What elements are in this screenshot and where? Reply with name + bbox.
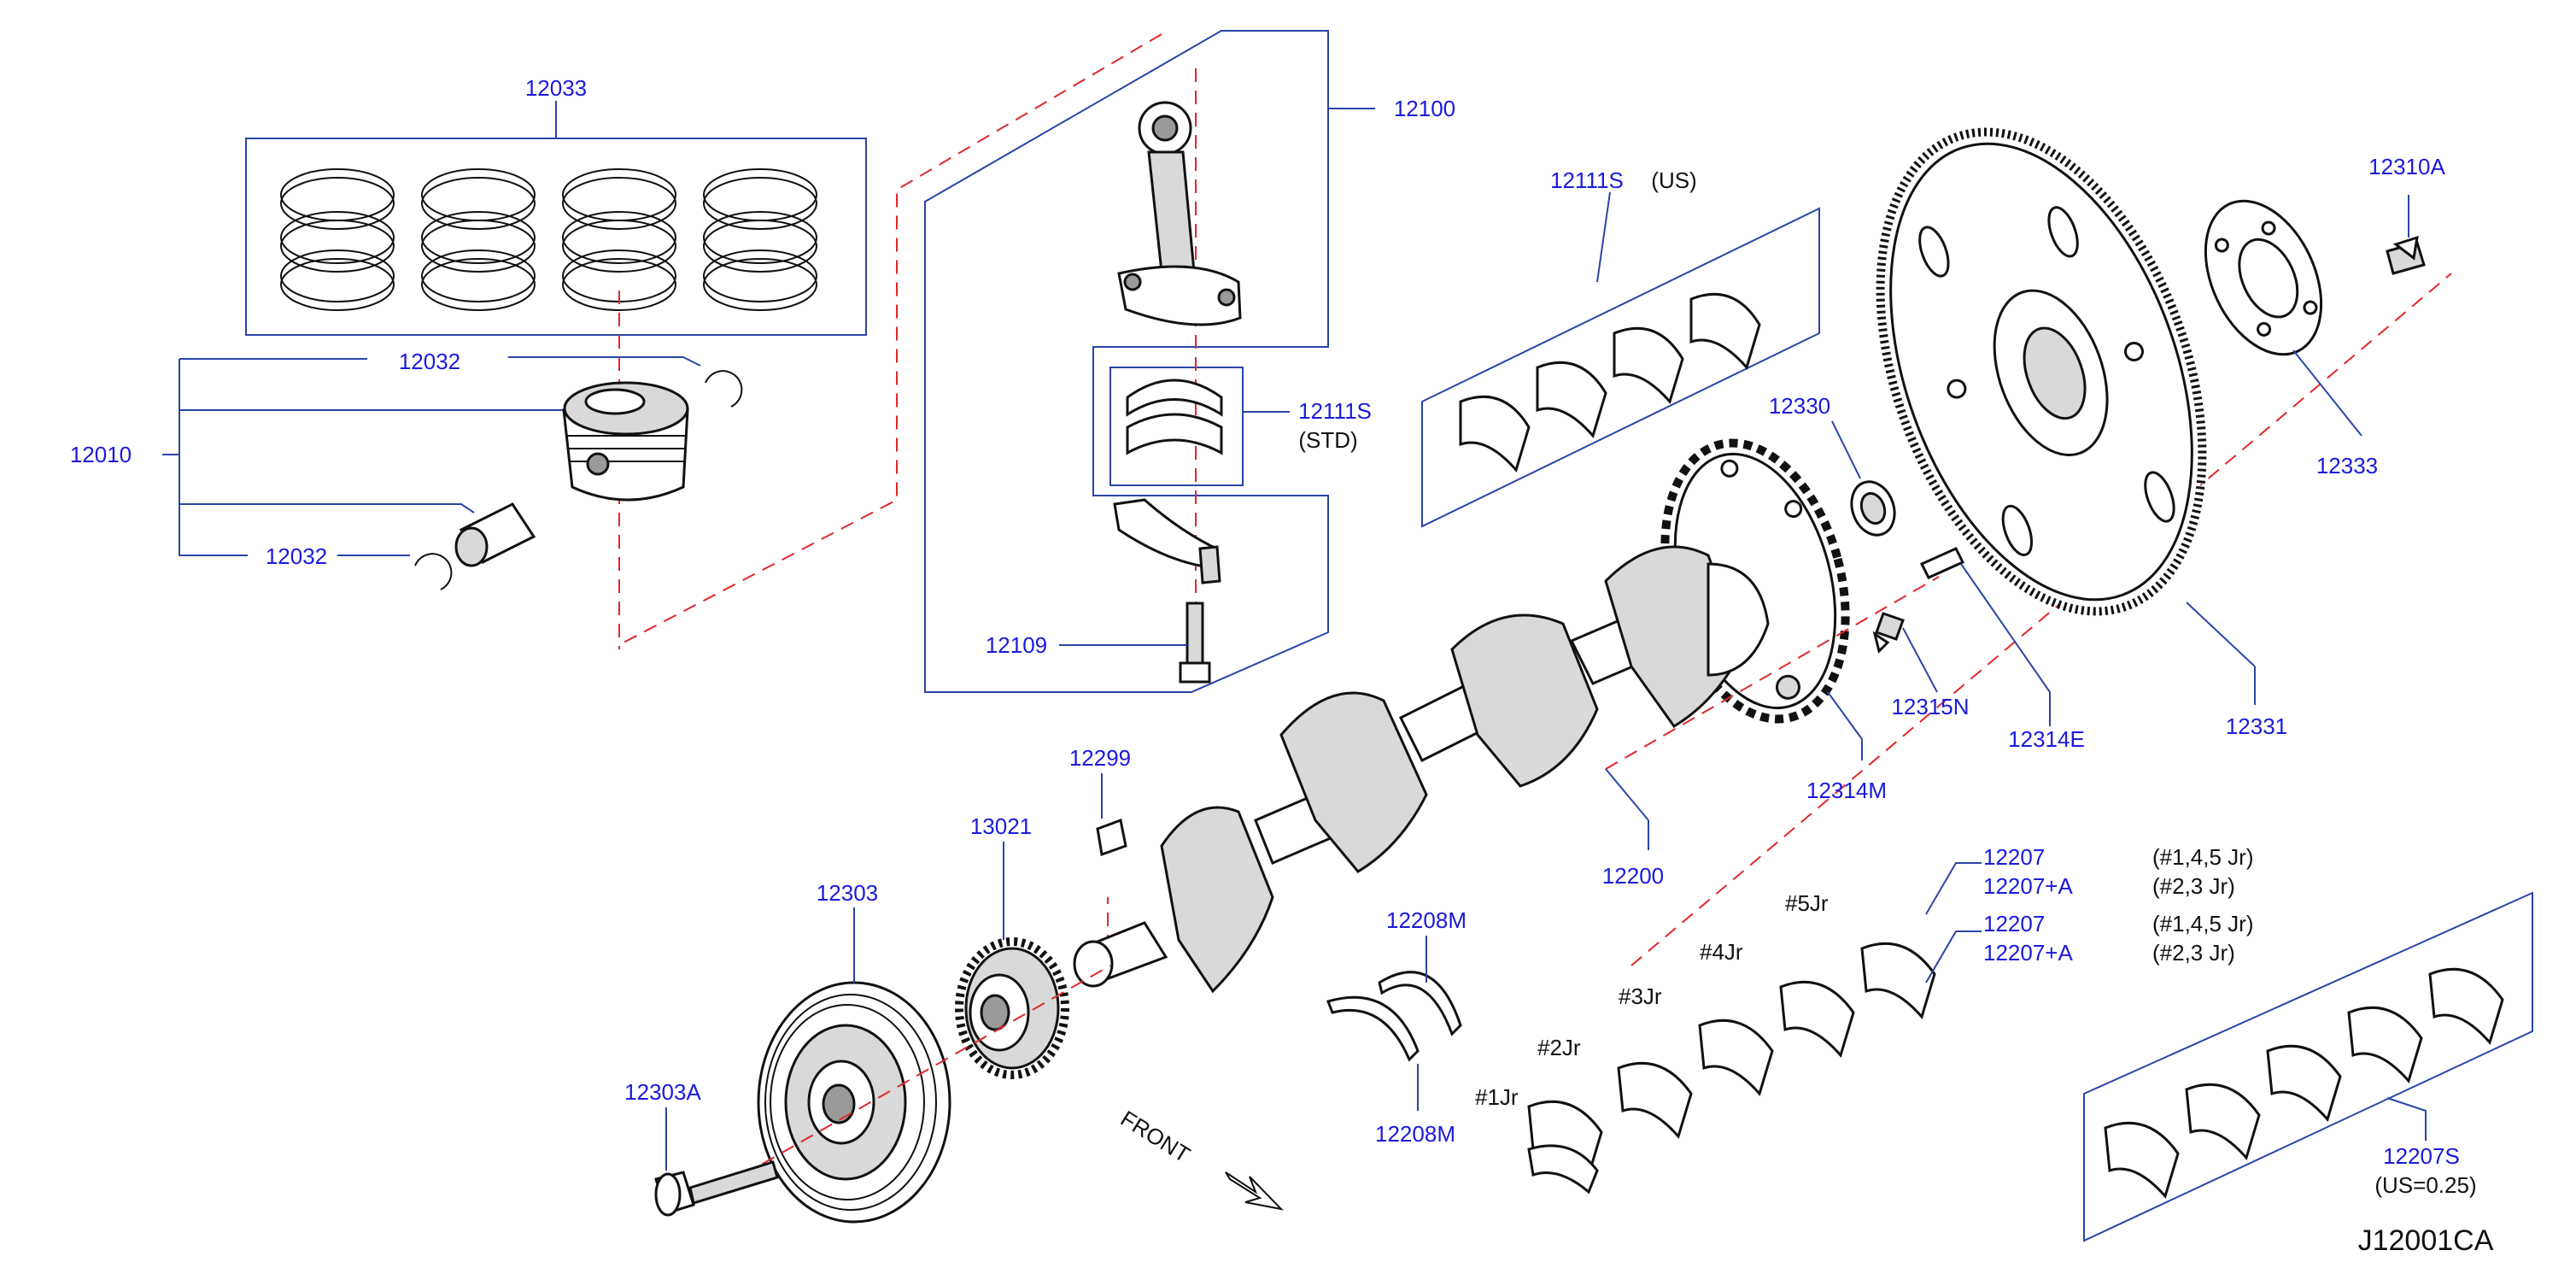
main-bearing-us025-frame xyxy=(2083,891,2533,1242)
journal-note-1: (#1,4,5 Jr) xyxy=(2152,844,2254,870)
part-number-12010[interactable]: 12010 xyxy=(70,442,132,467)
journal-3-label: #3Jr xyxy=(1619,983,1662,1009)
pilot-bushing-drawing xyxy=(1872,612,1905,654)
connecting-rod-group: 12100 12111S (STD) 12109 xyxy=(623,30,1455,693)
part-number-12314M[interactable]: 12314M xyxy=(1806,778,1887,803)
std-note: (STD) xyxy=(1298,427,1357,453)
part-number-12207A-b[interactable]: 12207+A xyxy=(1983,940,2073,966)
piston-ring-stack xyxy=(280,168,817,311)
part-number-12310A[interactable]: 12310A xyxy=(2368,154,2445,179)
piston-pin-clip-top-drawing xyxy=(705,370,743,408)
part-number-12100[interactable]: 12100 xyxy=(1394,96,1455,121)
part-number-12314E[interactable]: 12314E xyxy=(2008,726,2085,752)
piston-drawing xyxy=(562,381,689,502)
piston-group: 12032 12010 12032 xyxy=(70,291,743,649)
thrust-washer-lower-drawing xyxy=(1326,995,1420,1062)
journal-note-3: (#1,4,5 Jr) xyxy=(2152,911,2254,936)
part-number-12032-top[interactable]: 12032 xyxy=(399,349,460,374)
crankshaft-group: 12200 xyxy=(1073,545,1940,994)
part-number-12200[interactable]: 12200 xyxy=(1602,863,1664,889)
part-number-12111S-us[interactable]: 12111S xyxy=(1550,167,1624,193)
us-note: (US) xyxy=(1651,167,1696,193)
front-indicator: FRONT xyxy=(1116,1106,1284,1211)
main-bearing-us-group: 12111S (US) xyxy=(1421,167,1820,528)
part-number-12333[interactable]: 12333 xyxy=(2316,453,2378,478)
pulley-bolt-drawing xyxy=(654,1160,779,1217)
main-bearing-us-drawing xyxy=(1459,292,1761,473)
main-bearing-group: #1Jr #2Jr #3Jr #4Jr #5Jr 12207 12207+A 1… xyxy=(1475,844,2254,1195)
part-number-12033[interactable]: 12033 xyxy=(525,75,587,101)
piston-pin-drawing xyxy=(454,502,536,567)
part-number-12208M-bottom[interactable]: 12208M xyxy=(1375,1121,1455,1147)
journal-note-2: (#2,3 Jr) xyxy=(2152,873,2235,899)
part-number-12032-bottom[interactable]: 12032 xyxy=(266,543,327,569)
part-number-12207-a[interactable]: 12207 xyxy=(1983,844,2045,870)
journal-2-label: #2Jr xyxy=(1537,1035,1581,1060)
part-number-12207-b[interactable]: 12207 xyxy=(1983,911,2045,936)
thrust-washer-upper-drawing xyxy=(1378,971,1462,1036)
journal-1-label: #1Jr xyxy=(1475,1084,1519,1110)
part-number-12111S-std[interactable]: 12111S xyxy=(1298,398,1372,424)
part-number-12330[interactable]: 12330 xyxy=(1769,393,1830,419)
flywheel-bolt-drawing xyxy=(2386,235,2426,275)
front-end-group: 12299 13021 12303 12303A xyxy=(624,745,1131,1224)
crankshaft-drawing xyxy=(1073,545,1770,994)
journal-4-label: #4Jr xyxy=(1700,939,1743,965)
part-number-12208M-top[interactable]: 12208M xyxy=(1386,907,1467,933)
main-bearing-shells-drawing xyxy=(1527,942,1936,1195)
front-label: FRONT xyxy=(1116,1106,1195,1168)
part-number-12303A[interactable]: 12303A xyxy=(624,1079,701,1105)
piston-ring-set-group: 12033 xyxy=(245,75,867,336)
conrod-bearing-std-frame xyxy=(1109,367,1244,486)
part-number-12299[interactable]: 12299 xyxy=(1069,745,1131,771)
main-bearing-us025-group: 12207S (US=0.25) xyxy=(2083,891,2533,1242)
flywheel-drawing xyxy=(1876,127,2207,616)
oil-seal-drawing xyxy=(1850,480,1896,537)
conrod-cap-drawing xyxy=(1113,498,1221,584)
connecting-rod-drawing xyxy=(1117,101,1242,326)
part-number-12315N[interactable]: 12315N xyxy=(1891,694,1969,719)
flex-plate-shim-drawing xyxy=(2204,199,2323,356)
journal-note-4: (#2,3 Jr) xyxy=(2152,940,2235,966)
part-number-12109[interactable]: 12109 xyxy=(986,632,1047,658)
thrust-washer-group: 12208M 12208M xyxy=(1326,907,1467,1147)
piston-pin-clip-bottom-drawing xyxy=(414,553,453,590)
main-bearing-us025-drawing xyxy=(2104,967,2504,1200)
part-number-13021[interactable]: 13021 xyxy=(970,813,1032,839)
diagram-code: J12001CA xyxy=(2358,1224,2494,1257)
main-bearing-us-frame xyxy=(1421,207,1820,528)
part-number-12207A-a[interactable]: 12207+A xyxy=(1983,873,2073,899)
crank-pulley-drawing xyxy=(757,981,951,1224)
flywheel-group: 12331 12333 12310A xyxy=(1630,127,2452,966)
journal-5-label: #5Jr xyxy=(1785,890,1829,916)
dowel-pin-drawing xyxy=(1919,547,1965,579)
part-number-12331[interactable]: 12331 xyxy=(2226,713,2287,739)
conrod-bolt-drawing xyxy=(1179,602,1211,684)
conrod-bearing-std-drawing xyxy=(1126,379,1223,455)
part-number-12207S[interactable]: 12207S xyxy=(2383,1143,2460,1169)
piston-ring-set-frame xyxy=(245,138,867,336)
crank-sprocket-drawing xyxy=(955,937,1069,1079)
part-number-12303[interactable]: 12303 xyxy=(817,880,878,906)
us025-note: (US=0.25) xyxy=(2374,1172,2476,1198)
front-arrow-icon xyxy=(1225,1171,1284,1211)
woodruff-key-drawing xyxy=(1096,818,1127,857)
connecting-rod-frame xyxy=(924,30,1329,693)
